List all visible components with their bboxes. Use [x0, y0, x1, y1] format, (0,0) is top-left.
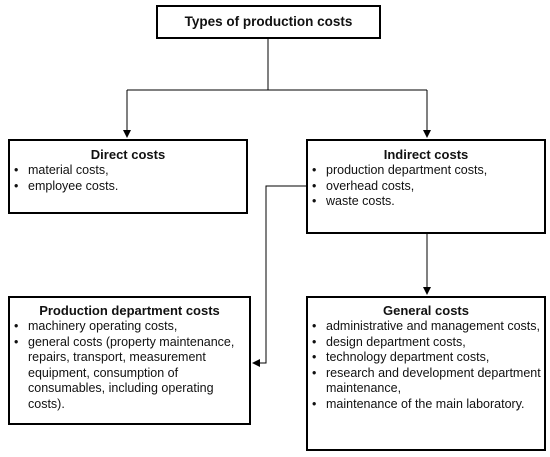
indirect-costs-box: Indirect costs production department cos…	[306, 139, 546, 234]
list-item: waste costs.	[308, 194, 544, 210]
production-department-costs-box: Production department costs machinery op…	[8, 296, 251, 425]
list-item: research and development department main…	[308, 366, 544, 397]
direct-costs-title: Direct costs	[90, 147, 166, 162]
list-item: design department costs,	[308, 335, 544, 351]
list-item: administrative and management costs,	[308, 319, 544, 335]
direct-costs-list: material costs, employee costs.	[10, 163, 246, 194]
arrow-to-production-department-costs	[252, 185, 306, 367]
list-item: technology department costs,	[308, 350, 544, 366]
general-costs-title: General costs	[383, 303, 469, 318]
indirect-costs-list: production department costs, overhead co…	[308, 163, 544, 210]
list-item: employee costs.	[10, 179, 246, 195]
production-department-costs-title: Production department costs	[39, 303, 220, 318]
root-box: Types of production costs	[156, 5, 381, 39]
indirect-costs-title: Indirect costs	[383, 147, 469, 162]
list-item: maintenance of the main laboratory.	[308, 397, 544, 413]
list-item: production department costs,	[308, 163, 544, 179]
general-costs-box: General costs administrative and managem…	[306, 296, 546, 451]
list-item: overhead costs,	[308, 179, 544, 195]
general-costs-list: administrative and management costs, des…	[308, 319, 544, 413]
connector-root-branch	[127, 39, 427, 91]
list-item: general costs (property maintenance, rep…	[10, 335, 249, 413]
root-title: Types of production costs	[184, 14, 353, 29]
list-item: machinery operating costs,	[10, 319, 249, 335]
production-department-costs-list: machinery operating costs, general costs…	[10, 319, 249, 413]
list-item: material costs,	[10, 163, 246, 179]
direct-costs-box: Direct costs material costs, employee co…	[8, 139, 248, 214]
